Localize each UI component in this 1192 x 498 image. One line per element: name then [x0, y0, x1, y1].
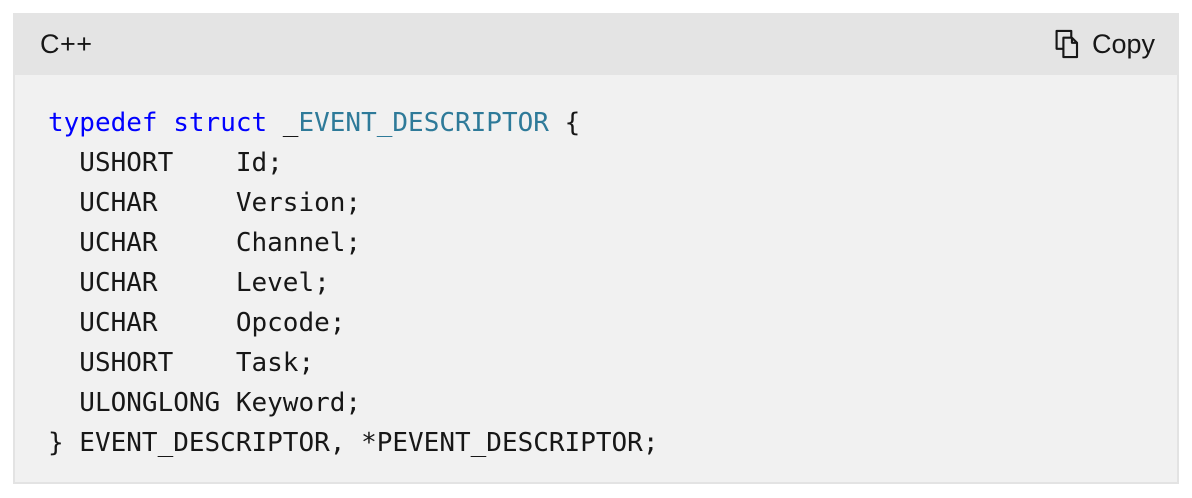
code-token-plain: UCHAR Channel; — [48, 228, 362, 258]
code-header: C++ Copy — [13, 13, 1179, 75]
copy-button-label: Copy — [1091, 28, 1155, 59]
code-token-plain: USHORT Task; — [48, 348, 315, 378]
code-token-plain: UCHAR Opcode; — [48, 308, 346, 338]
code-token-plain — [158, 108, 174, 138]
code-block: C++ Copy typedef struct _EVENT_DESCRIPTO… — [13, 13, 1179, 484]
code-token-keyword: typedef — [48, 108, 158, 138]
code-token-type: EVENT_DESCRIPTOR — [298, 108, 549, 138]
code-token-keyword: struct — [173, 108, 268, 138]
code-token-plain: _ — [267, 108, 299, 138]
copy-button[interactable]: Copy — [1051, 28, 1155, 60]
copy-icon — [1051, 28, 1083, 60]
code-token-plain: { — [548, 108, 581, 138]
code-token-plain: } EVENT_DESCRIPTOR, *PEVENT_DESCRIPTOR; — [48, 428, 659, 458]
code-token-plain: UCHAR Level; — [48, 268, 330, 298]
code-token-plain: UCHAR Version; — [48, 188, 362, 218]
code-token-plain: USHORT Id; — [48, 148, 283, 178]
code-token-plain: ULONGLONG Keyword; — [48, 388, 362, 418]
code-text: typedef struct _EVENT_DESCRIPTOR { USHOR… — [48, 108, 658, 458]
code-content: typedef struct _EVENT_DESCRIPTOR { USHOR… — [13, 75, 1179, 484]
code-language-label: C++ — [40, 28, 93, 59]
